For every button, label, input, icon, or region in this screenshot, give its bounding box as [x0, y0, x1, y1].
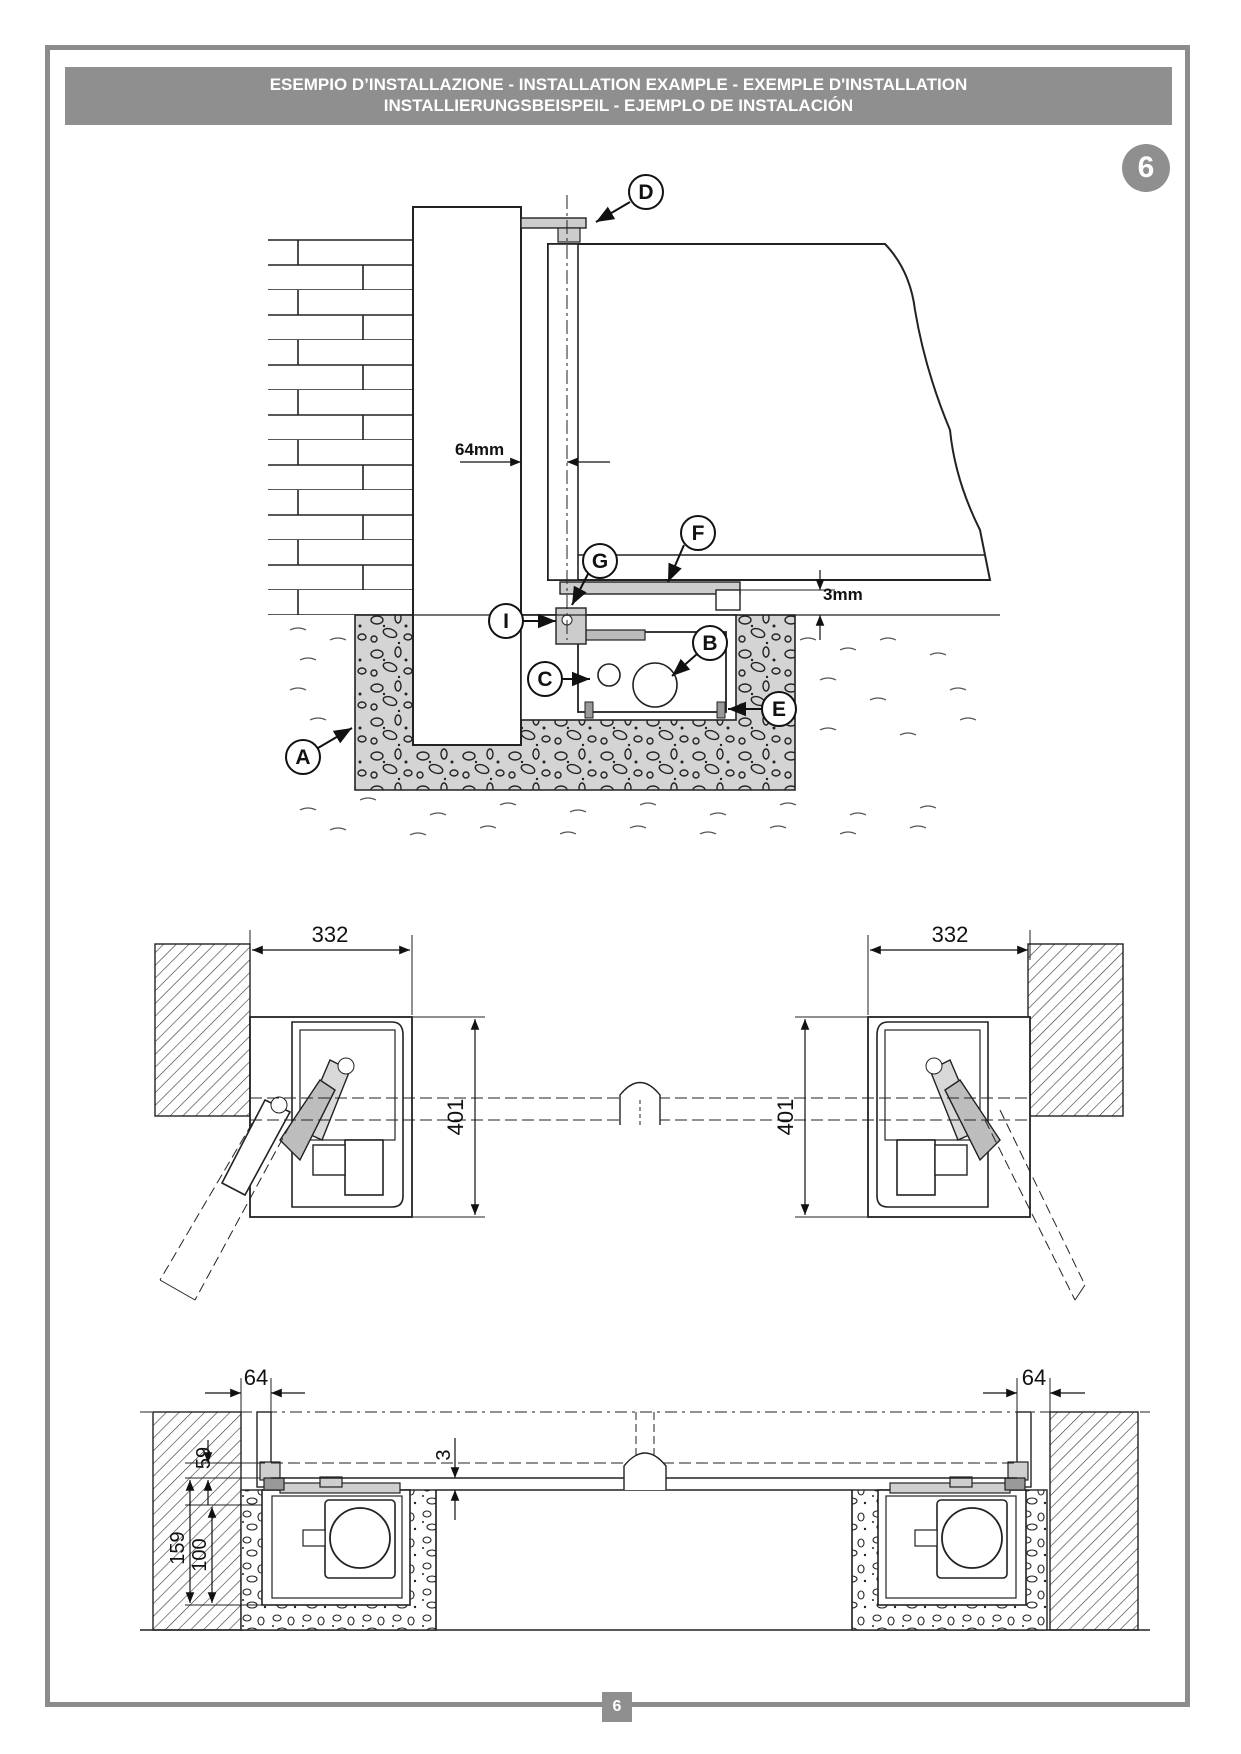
callout-e: E — [728, 691, 797, 727]
left-motor — [344, 1139, 384, 1196]
svg-text:I: I — [503, 610, 509, 633]
right-offset-dim: 64 — [1022, 1365, 1046, 1390]
gate-pillar — [412, 206, 522, 746]
right-wall-hatch — [1027, 943, 1124, 1117]
left-width-dim: 332 — [312, 922, 349, 947]
left-height-dim: 401 — [443, 1099, 468, 1136]
right-wall-section — [1049, 1411, 1139, 1631]
center-stop-elevation — [623, 1452, 667, 1490]
header-title-line2: INSTALLIERUNGSBEISPEIL - EJEMPLO DE INST… — [383, 96, 854, 115]
page-header: ESEMPIO D’INSTALLAZIONE - INSTALLATION E… — [65, 67, 1172, 125]
dim-100: 100 — [189, 1538, 211, 1571]
callout-i: I — [488, 603, 556, 639]
right-width-dim: 332 — [932, 922, 969, 947]
gap-dim: 3 — [433, 1449, 455, 1460]
top-hinge — [520, 217, 587, 229]
gate-leaf — [547, 243, 992, 581]
plan-view: 332 401 332 401 — [154, 922, 1124, 1301]
svg-text:G: G — [592, 550, 608, 573]
svg-text:F: F — [692, 522, 705, 545]
ground-strokes — [289, 627, 977, 836]
left-motor-end — [329, 1507, 391, 1569]
svg-text:A: A — [295, 746, 310, 769]
dim-59: 59 — [193, 1447, 215, 1469]
callout-d: D — [595, 174, 664, 223]
left-wall-hatch — [154, 943, 251, 1117]
callout-b: B — [671, 625, 728, 677]
svg-text:C: C — [537, 668, 552, 691]
callout-f: F — [667, 515, 716, 583]
svg-text:B: B — [702, 632, 717, 655]
callout-g: G — [571, 543, 618, 606]
figure-number-badge: 6 — [1122, 144, 1170, 192]
callout-a: A — [285, 727, 353, 775]
callout-c: C — [527, 661, 590, 697]
bottom-bracket — [559, 581, 741, 595]
brick-wall — [268, 240, 413, 615]
right-motor-end — [941, 1507, 1003, 1569]
right-height-dim: 401 — [773, 1099, 798, 1136]
svg-text:D: D — [638, 181, 653, 204]
page-number: 6 — [602, 1692, 632, 1722]
section-view: 64mm 3mm A B C D E — [268, 174, 1000, 836]
right-motor — [896, 1139, 936, 1196]
dim-3mm-label: 3mm — [823, 585, 863, 604]
dim-64mm-label: 64mm — [455, 440, 504, 459]
elevation-view: 64 64 3 59 159 100 — [140, 1365, 1150, 1631]
header-title-line1: ESEMPIO D’INSTALLAZIONE - INSTALLATION E… — [269, 75, 968, 94]
dim-159: 159 — [167, 1531, 189, 1564]
left-offset-dim: 64 — [244, 1365, 268, 1390]
svg-text:E: E — [772, 698, 786, 721]
left-wall-section — [152, 1411, 242, 1631]
